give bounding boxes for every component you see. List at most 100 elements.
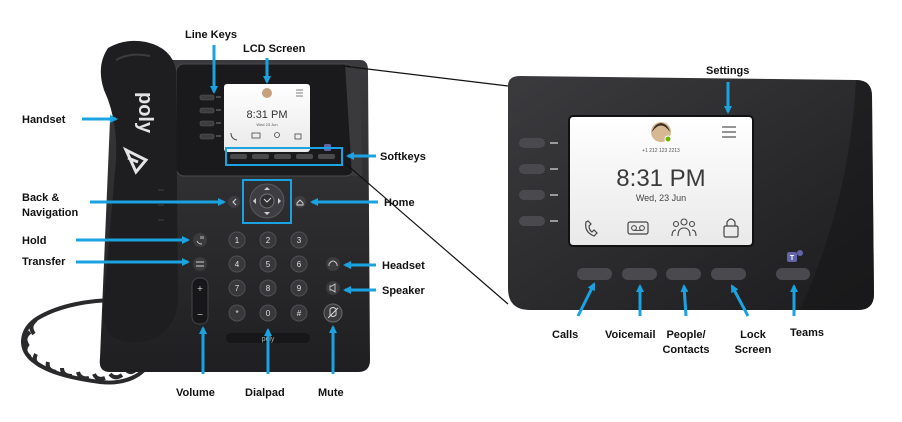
callout-labels: Line Keys LCD Screen Handset Softkeys Ba… — [22, 29, 824, 399]
headset-icon — [328, 260, 338, 266]
label-line-keys: Line Keys — [185, 29, 237, 41]
dialpad-key-label: # — [297, 309, 302, 318]
dialpad-key-label: 6 — [297, 260, 302, 269]
zoom-line-keys[interactable] — [519, 138, 545, 226]
small-lock-icon — [294, 133, 302, 140]
nav-highlight — [242, 179, 292, 224]
zoomed-panel: +1 212 123 2213 8:31 PM Wed, 23 Jun T — [508, 76, 874, 310]
line-keys[interactable] — [199, 94, 215, 140]
navigation-pad[interactable] — [249, 183, 285, 219]
caller-number: +1 212 123 2213 — [642, 148, 680, 154]
label-speaker: Speaker — [382, 285, 426, 297]
menu-icon[interactable] — [722, 126, 736, 138]
label-people-1: People/ — [666, 329, 705, 341]
dialpad-key[interactable]: 0 — [259, 304, 277, 322]
small-people-icon — [274, 132, 280, 138]
avatar — [651, 122, 672, 143]
dialpad-key-label: 5 — [266, 260, 271, 269]
dialpad-key[interactable]: * — [228, 304, 246, 322]
zoom-lcd-screen[interactable]: +1 212 123 2213 8:31 PM Wed, 23 Jun — [568, 115, 754, 247]
mute-icon — [327, 307, 339, 319]
home-button[interactable] — [294, 196, 306, 208]
callout-arrows — [76, 45, 798, 374]
hold-icon — [196, 236, 204, 245]
speaker-icon — [329, 283, 336, 293]
screen-date: Wed, 23 Jun — [636, 193, 686, 203]
label-home: Home — [384, 197, 415, 209]
label-people-2: Contacts — [662, 344, 709, 356]
dialpad-key[interactable]: 9 — [290, 279, 308, 297]
label-lock-2: Screen — [735, 344, 772, 356]
label-settings: Settings — [706, 65, 749, 77]
dialpad-key-label: 8 — [266, 284, 271, 293]
label-lock-1: Lock — [740, 329, 767, 341]
dialpad-key-label: 4 — [235, 260, 240, 269]
small-menu-icon — [296, 89, 303, 97]
label-transfer: Transfer — [22, 256, 66, 268]
phone-icon[interactable] — [585, 220, 598, 237]
dialpad-key[interactable]: 6 — [290, 255, 308, 273]
small-phone-icon — [230, 132, 238, 141]
volume-up-icon: + — [197, 284, 204, 293]
dialpad-key[interactable]: 3 — [290, 231, 308, 249]
back-button[interactable] — [228, 196, 240, 208]
label-teams: Teams — [790, 327, 824, 339]
zoom-softkeys[interactable] — [577, 268, 810, 280]
dialpad-key[interactable]: # — [290, 304, 308, 322]
dialpad-key-label: 2 — [266, 236, 271, 245]
handset-brand-text: poly — [134, 92, 156, 134]
volume-rocker[interactable]: + − — [191, 277, 209, 325]
dialpad-key-label: 7 — [235, 284, 240, 293]
small-avatar — [262, 88, 272, 98]
label-headset: Headset — [382, 260, 425, 272]
dialpad-key-label: * — [235, 309, 238, 318]
transfer-icon — [196, 261, 204, 267]
label-calls: Calls — [552, 329, 578, 341]
label-hold: Hold — [22, 235, 46, 247]
dialpad-key-label: 3 — [297, 236, 302, 245]
volume-down-icon: − — [197, 310, 204, 319]
mute-button[interactable] — [323, 303, 343, 323]
dialpad-key[interactable]: 4 — [228, 255, 246, 273]
dialpad-key[interactable]: 1 — [228, 231, 246, 249]
back-icon — [232, 198, 237, 206]
dialpad-key-label: 0 — [266, 309, 271, 318]
people-icon[interactable] — [671, 218, 697, 237]
voicemail-icon[interactable] — [627, 221, 649, 235]
poly-logo: poly — [134, 92, 156, 134]
teams-icon[interactable]: T — [787, 250, 803, 262]
small-lcd-screen[interactable]: 8:31 PM Wed 23 Jun — [224, 84, 310, 152]
softkeys[interactable] — [230, 154, 335, 159]
dialpad-key[interactable]: 2 — [259, 231, 277, 249]
dialpad[interactable]: 1 2 3 4 5 6 7 8 9 * 0 # — [228, 231, 308, 322]
handset[interactable]: poly — [100, 40, 178, 343]
dialpad-key[interactable]: 5 — [259, 255, 277, 273]
speaker-button[interactable] — [326, 281, 340, 295]
label-back-nav-1: Back & — [22, 192, 59, 204]
svg-text:T: T — [790, 255, 795, 262]
small-screen-time: 8:31 PM — [247, 109, 288, 121]
hold-button[interactable] — [193, 233, 207, 247]
zoom-lines — [342, 65, 509, 305]
lock-icon[interactable] — [723, 218, 739, 238]
headset-button[interactable] — [326, 257, 340, 271]
screen-time: 8:31 PM — [616, 165, 705, 192]
transfer-button[interactable] — [193, 257, 207, 271]
dialpad-key[interactable]: 7 — [228, 279, 246, 297]
softkeys-highlight — [225, 147, 343, 166]
label-handset: Handset — [22, 114, 66, 126]
dialpad-key-label: 9 — [297, 284, 302, 293]
small-voicemail-icon — [251, 132, 261, 139]
dialpad-key[interactable]: 8 — [259, 279, 277, 297]
label-mute: Mute — [318, 387, 344, 399]
label-voicemail: Voicemail — [605, 329, 656, 341]
poly-mark-icon — [122, 146, 149, 175]
label-lcd-screen: LCD Screen — [243, 43, 306, 55]
dialpad-key-label: 1 — [235, 236, 240, 245]
small-screen-date: Wed 23 Jun — [256, 122, 277, 127]
label-back-nav-2: Navigation — [22, 207, 79, 219]
label-softkeys: Softkeys — [380, 151, 426, 163]
label-dialpad: Dialpad — [245, 387, 285, 399]
